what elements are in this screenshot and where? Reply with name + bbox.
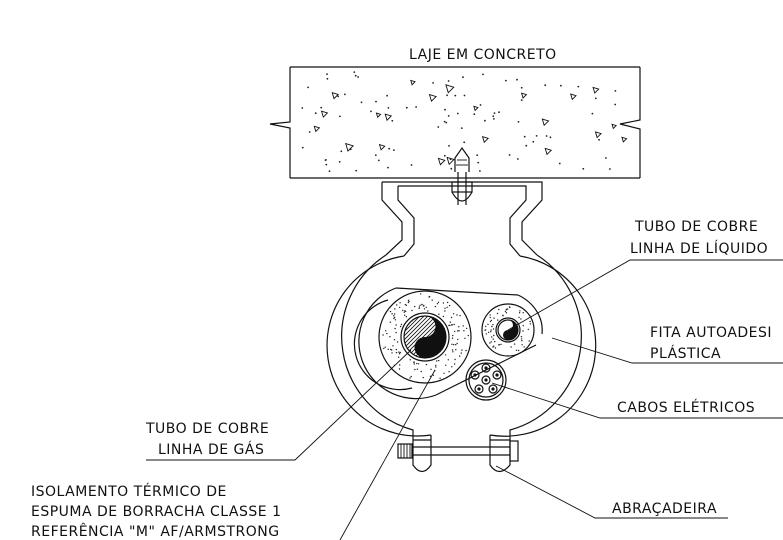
label-insulation-2: ESPUMA DE BORRACHA CLASSE 1	[31, 504, 281, 520]
label-copper-liquid-1: TUBO DE COBRE	[634, 219, 758, 235]
label-cables: CABOS ELÉTRICOS	[617, 399, 755, 416]
concrete-aggregate-pattern	[301, 71, 628, 173]
label-insulation-3: REFERÊNCIA "M" AF/ARMSTRONG	[31, 522, 280, 540]
hanger-clamp	[326, 181, 597, 473]
label-insulation-1: ISOLAMENTO TÉRMICO DE	[31, 483, 227, 500]
label-copper-liquid-2: LINHA DE LÍQUIDO	[630, 240, 768, 257]
label-tape-2: PLÁSTICA	[650, 345, 721, 362]
electrical-cables	[465, 359, 507, 401]
gas-insulation-foam	[382, 293, 469, 379]
anchor-bolt	[451, 146, 473, 205]
label-clamp: ABRAÇADEIRA	[612, 501, 717, 517]
liquid-insulation-foam	[484, 306, 532, 352]
concrete-slab	[269, 66, 641, 179]
liquid-line-pipe	[481, 303, 535, 357]
slab-label: LAJE EM CONCRETO	[409, 47, 557, 63]
gas-line-pipe	[378, 290, 472, 384]
label-tape-1: FITA AUTOADESI	[650, 325, 772, 341]
leader-lines	[146, 259, 783, 540]
label-copper-gas-2: LINHA DE GÁS	[158, 441, 264, 458]
label-copper-gas-1: TUBO DE COBRE	[145, 421, 269, 437]
